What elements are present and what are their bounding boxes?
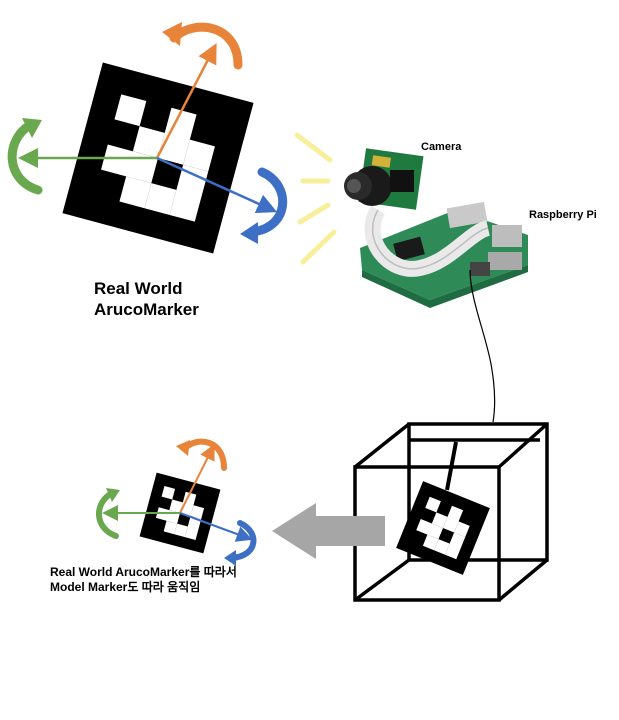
x-rotation-arc	[7, 120, 43, 195]
model-marker-hanger	[445, 441, 458, 491]
y-rotation-arrowhead	[240, 222, 258, 244]
camera-module	[344, 148, 424, 210]
y-rotation-arc	[247, 167, 288, 237]
raspberry-pi-label: Raspberry Pi	[529, 209, 597, 221]
tracking-caption: Real World ArucoMarker를 따라서 Model Marker…	[50, 565, 237, 595]
model-cube	[353, 422, 549, 602]
tracking-direction-arrow	[272, 503, 385, 559]
real-world-label-line2: ArucoMarker	[94, 300, 199, 319]
connection-wire	[469, 269, 496, 423]
small-z-axis	[179, 443, 215, 514]
tracking-caption-line1: Real World ArucoMarker를 따라서	[50, 565, 237, 579]
real-world-label: Real World ArucoMarker	[94, 278, 199, 320]
camera-label: Camera	[421, 141, 462, 153]
real-world-label-line1: Real World	[94, 279, 183, 298]
tracking-caption-line2: Model Marker도 따라 움직임	[50, 580, 201, 594]
camera-light-rays	[294, 132, 337, 265]
z-rotation-arc	[169, 22, 243, 70]
small-y-axis	[179, 512, 253, 542]
small-y-rotation-arc	[229, 520, 257, 561]
x-rotation-arrowhead	[22, 118, 42, 138]
z-rotation-arrowhead	[162, 22, 182, 46]
z-axis	[155, 43, 217, 159]
small-x-rotation-arc	[96, 490, 119, 539]
y-axis	[156, 156, 278, 214]
